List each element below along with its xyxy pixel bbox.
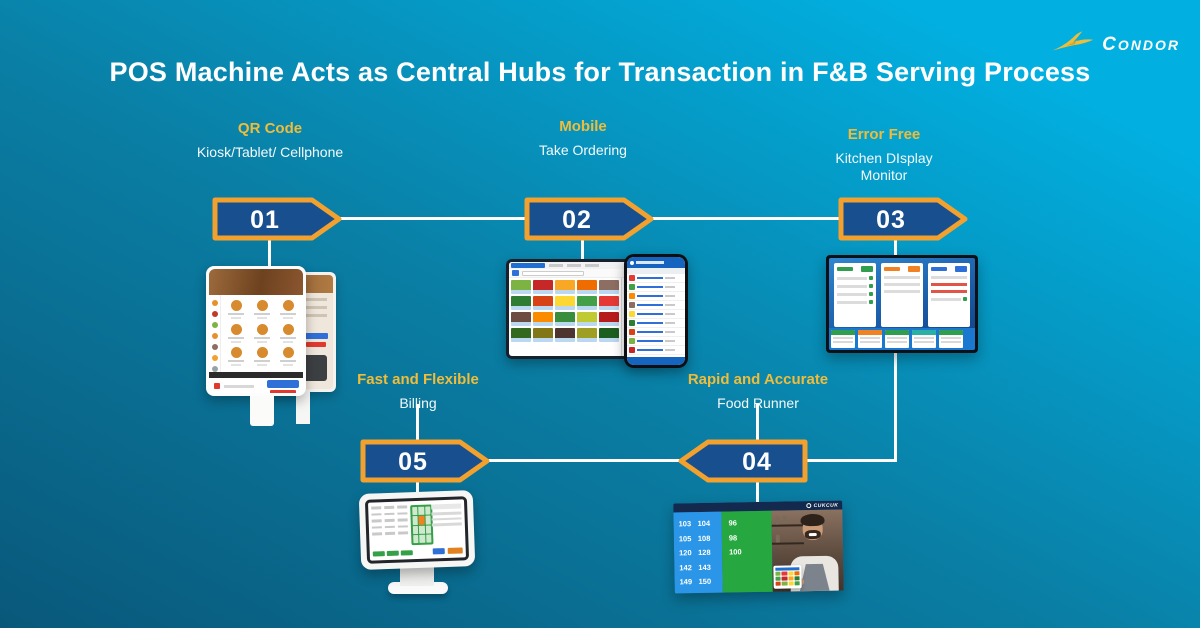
label-step-01: QR Code Kiosk/Tablet/ Cellphone <box>170 120 370 161</box>
connector-05-04 <box>486 459 682 462</box>
kds-bottom-queue <box>829 328 975 350</box>
connector-01-down <box>268 239 271 267</box>
brand-name: CONDOR <box>1102 34 1180 55</box>
step-badge-05: 05 <box>360 439 490 483</box>
kiosk-pay-button <box>267 380 299 388</box>
step-02-heading: Mobile <box>559 118 607 135</box>
step-05-heading: Fast and Flexible <box>357 371 479 388</box>
step-02-number: 02 <box>562 206 592 234</box>
kiosk-back-stand <box>296 390 310 424</box>
phone-menu-list <box>627 274 685 357</box>
step-badge-04: 04 <box>678 439 808 483</box>
tablet-menu-grid <box>509 278 621 356</box>
billing-table <box>371 505 409 539</box>
staff-tablet-menu <box>775 570 800 586</box>
label-step-02: Mobile Take Ordering <box>483 118 683 159</box>
condor-bird-icon <box>1052 31 1094 51</box>
label-step-04: Rapid and Accurate Food Runner <box>658 371 858 412</box>
step-badge-03: 03 <box>838 197 968 241</box>
step-03-number: 03 <box>876 206 906 234</box>
kiosk-cancel-button <box>270 390 296 393</box>
pos-terminal-image <box>358 490 480 596</box>
brand-logo: CONDOR <box>1051 30 1180 54</box>
connector-05-down <box>416 481 419 499</box>
step-03-subheading: Kitchen DIsplay Monitor <box>835 150 933 183</box>
connector-corner-04 <box>806 459 897 462</box>
step-01-heading: QR Code <box>237 120 303 137</box>
step-05-number: 05 <box>398 448 428 476</box>
pos-screen <box>358 490 476 570</box>
connector-04-down <box>756 481 759 505</box>
step-01-subheading: Kiosk/Tablet/ Cellphone <box>196 144 344 160</box>
phone-action-bar <box>627 357 685 365</box>
billing-quick-buttons <box>372 550 413 557</box>
runner-brand-icon <box>806 503 812 509</box>
billing-pay-button <box>447 547 463 554</box>
step-03-heading: Error Free <box>847 126 921 143</box>
kitchen-display-image <box>826 255 978 353</box>
kds-tickets <box>834 263 970 327</box>
kiosk-front-tablet <box>206 266 306 396</box>
staff-tablet <box>773 564 802 589</box>
runner-brand-name: CUKCUK <box>813 502 839 509</box>
mobile-ordering-image <box>506 254 690 370</box>
runner-staff-photo <box>771 509 844 593</box>
connector-02-03 <box>650 217 840 220</box>
billing-save-button <box>432 548 445 555</box>
label-step-03: Error Free Kitchen DIsplay Monitor <box>826 126 942 183</box>
step-01-number: 01 <box>250 206 280 234</box>
kiosk-menu-grid <box>221 295 303 372</box>
step-05-subheading: Billing <box>399 395 437 411</box>
step-04-heading: Rapid and Accurate <box>687 371 829 388</box>
kiosk-device-image <box>198 260 338 430</box>
search-icon <box>512 270 519 276</box>
step-02-subheading: Take Ordering <box>539 142 627 158</box>
billing-summary <box>431 503 462 529</box>
step-badge-02: 02 <box>524 197 654 241</box>
connector-billing-05 <box>416 404 419 441</box>
connector-runner-04 <box>756 404 759 441</box>
kiosk-category-sidebar <box>209 295 221 372</box>
kiosk-header-photo <box>209 269 303 295</box>
step-04-number: 04 <box>742 448 772 476</box>
step-04-subheading: Food Runner <box>717 395 799 411</box>
step-badge-01: 01 <box>212 197 342 241</box>
ordering-phone <box>624 254 688 368</box>
page-title: POS Machine Acts as Central Hubs for Tra… <box>109 57 1091 87</box>
billing-keypad <box>410 504 434 546</box>
connector-02-down <box>581 239 584 259</box>
connector-01-02 <box>338 217 528 220</box>
label-step-05: Fast and Flexible Billing <box>318 371 518 412</box>
search-field <box>522 270 584 276</box>
kiosk-front-stand <box>250 396 274 426</box>
